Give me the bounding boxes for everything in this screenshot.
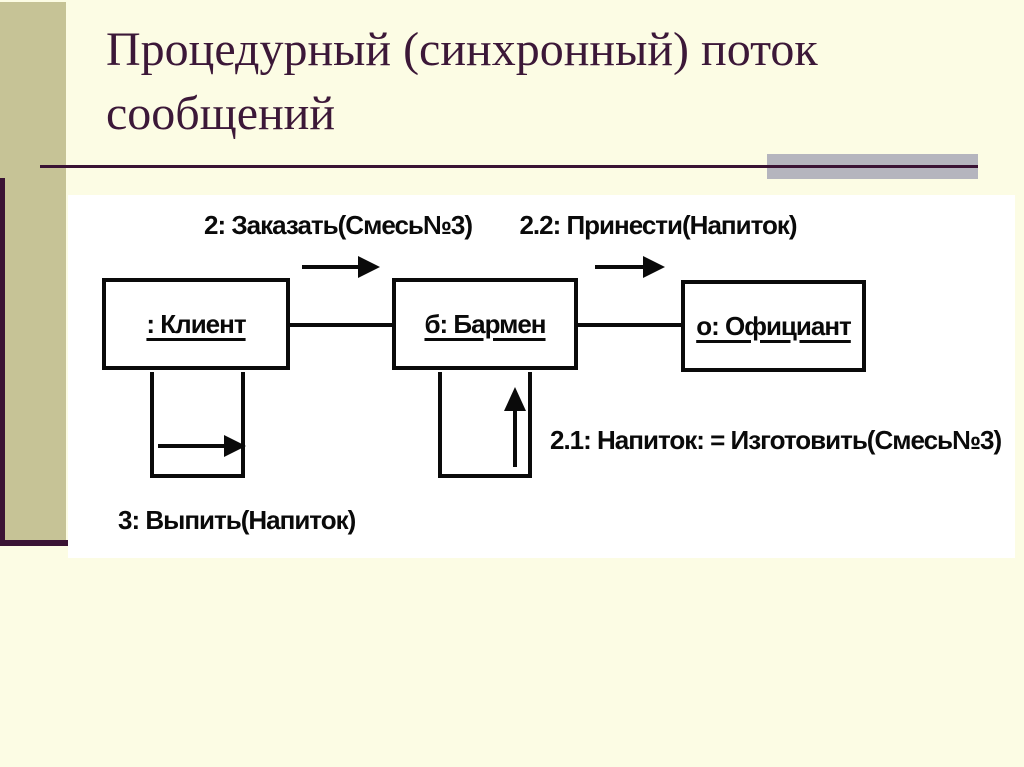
left-accent-strip [0, 2, 66, 546]
object-label-waiter: о: Официант [696, 310, 852, 341]
object-box-barman: б: Бармен [392, 278, 578, 370]
message-label-drink: 3: Выпить(Напиток) [118, 505, 356, 535]
collaboration-diagram-panel: : Клиент б: Бармен о: Официант 2: Заказа… [68, 195, 1015, 558]
diagram-connectors [150, 256, 683, 478]
slide-title-line-1: Процедурный (синхронный) поток [106, 23, 818, 76]
title-underline-rule [40, 165, 978, 168]
object-label-barman: б: Бармен [424, 308, 546, 339]
message-label-bring: 2.2: Принести(Напиток) [519, 210, 797, 240]
message-label-order: 2: Заказать(Смесь№3) [204, 210, 473, 240]
object-box-waiter: о: Официант [681, 280, 866, 372]
arrow-order-head [358, 256, 380, 278]
arrow-make-head [504, 387, 526, 411]
object-box-client: : Клиент [102, 278, 290, 370]
object-label-client: : Клиент [146, 308, 246, 339]
slide-title-line-2: сообщений [106, 87, 336, 140]
return-loop-barman [438, 372, 532, 478]
arrow-drink-head [224, 435, 246, 457]
left-vertical-rule [0, 178, 5, 546]
message-label-make: 2.1: Напиток: = Изготовить(Смесь№3) [550, 425, 1002, 455]
self-loop-client [150, 372, 245, 478]
bottom-left-rule [0, 540, 70, 546]
slide-title: Процедурный (синхронный) поток сообщений [106, 18, 976, 146]
arrow-bring-head [643, 256, 665, 278]
